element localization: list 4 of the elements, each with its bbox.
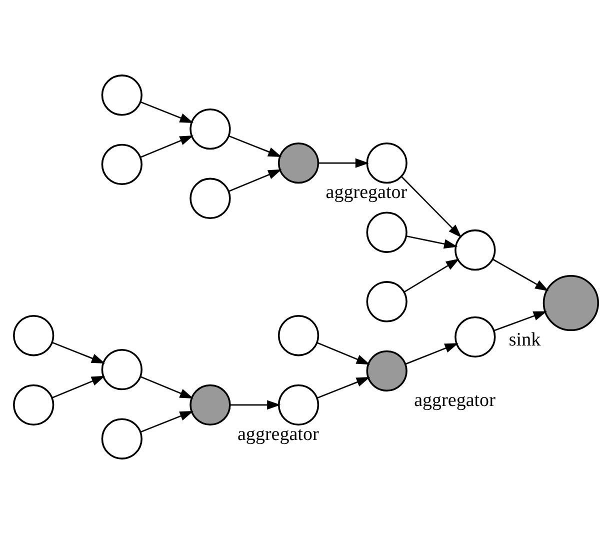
node-label: aggregator (326, 181, 408, 202)
node-label: aggregator (414, 389, 496, 410)
node-label: sink (508, 328, 541, 350)
node-label: aggregator (237, 423, 319, 444)
